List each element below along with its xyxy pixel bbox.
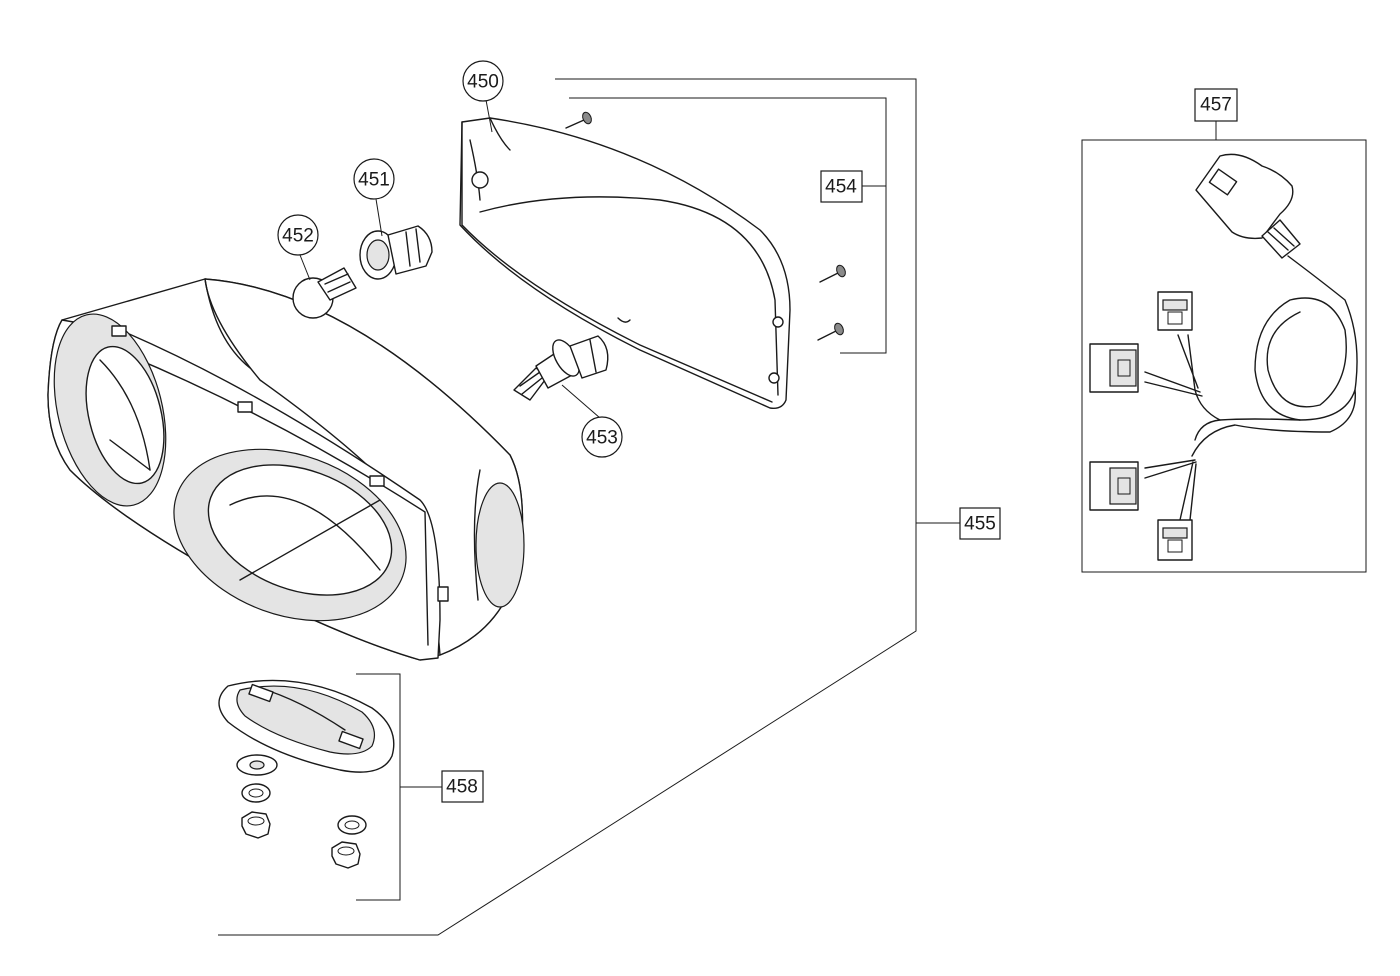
lock-washer: [337, 815, 367, 835]
housing-tab: [437, 586, 449, 602]
housing-tab: [237, 401, 253, 413]
callout-457-label: 457: [1200, 95, 1232, 116]
wedge-bulb: [292, 267, 357, 319]
bracket-454: [569, 97, 887, 354]
callout-455: 455: [959, 507, 1001, 540]
screw-middle: [819, 264, 846, 283]
callout-453: 453: [581, 416, 623, 458]
bulb-socket: [359, 225, 433, 280]
bracket-455: [218, 78, 960, 936]
lens-cover: [459, 117, 791, 410]
callout-453-label: 453: [586, 428, 618, 449]
callout-454: 454: [820, 170, 863, 203]
small-connector-upper: [1157, 291, 1193, 331]
callout-458: 458: [441, 770, 484, 803]
screws: [565, 111, 846, 341]
screw-top: [565, 111, 592, 129]
callout-457: 457: [1194, 88, 1238, 122]
mounting-hardware: [218, 679, 395, 869]
callout-458-label: 458: [446, 777, 478, 798]
headlamp-housing: [47, 278, 525, 661]
leader-lines: [299, 99, 601, 419]
callout-455-label: 455: [964, 514, 996, 535]
callout-452: 452: [277, 214, 319, 256]
housing-tab: [369, 475, 385, 487]
callout-451: 451: [353, 158, 395, 200]
bracket-458: [356, 673, 442, 901]
housing-tab: [111, 325, 127, 337]
large-connector-lower: [1089, 461, 1139, 511]
halogen-bulb: [513, 335, 609, 401]
screw-bottom: [817, 322, 844, 341]
large-connector-upper: [1089, 343, 1139, 393]
callout-450: 450: [462, 60, 504, 102]
lock-washer: [241, 783, 271, 803]
callout-454-label: 454: [825, 177, 857, 198]
callout-451-label: 451: [358, 170, 390, 191]
callout-450-label: 450: [467, 72, 499, 93]
wiring-harness-panel: [1081, 121, 1367, 573]
callout-452-label: 452: [282, 226, 314, 247]
small-connector-lower: [1157, 519, 1193, 561]
